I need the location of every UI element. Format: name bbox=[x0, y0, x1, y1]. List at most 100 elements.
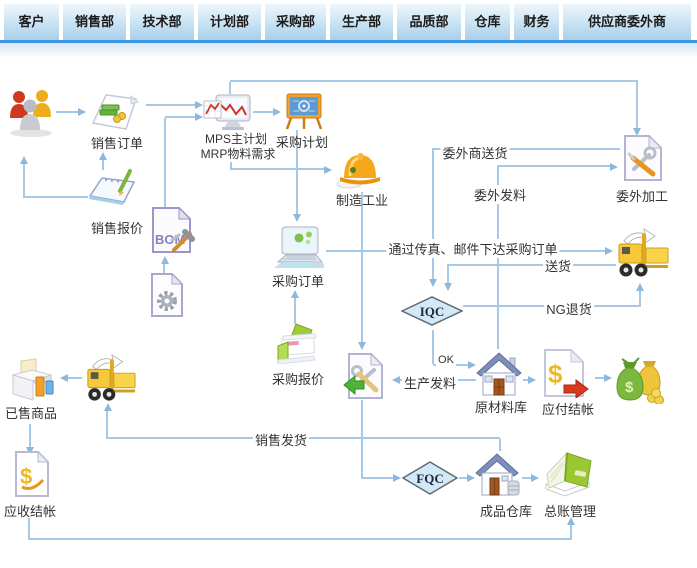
manufacturing-hardhat-icon bbox=[336, 153, 380, 189]
header-gradient bbox=[0, 43, 697, 58]
connector-line bbox=[106, 411, 108, 439]
arrowhead-icon bbox=[444, 283, 452, 291]
sales-quote-icon bbox=[88, 169, 136, 205]
connector-line bbox=[361, 400, 363, 479]
arrowhead-icon bbox=[78, 108, 86, 116]
arrowhead-icon bbox=[429, 279, 437, 287]
material-receipt-doc-icon bbox=[343, 352, 384, 399]
connector-line bbox=[163, 264, 165, 276]
edge-label-ng-return: NG退货 bbox=[544, 299, 594, 318]
sales-order-label: 销售订单 bbox=[90, 136, 144, 151]
header-divider bbox=[0, 40, 697, 43]
edge-label-ok: OK bbox=[436, 354, 456, 366]
raw-warehouse-house-icon bbox=[476, 352, 522, 396]
purchase-quote-folder-icon bbox=[277, 323, 317, 364]
arrowhead-icon bbox=[273, 108, 281, 116]
connector-line bbox=[68, 377, 82, 379]
shipping-forklift-icon bbox=[87, 353, 136, 401]
mps-plan-label: MPS主计划 bbox=[203, 130, 269, 147]
connector-line bbox=[595, 377, 605, 379]
connector-line bbox=[448, 264, 616, 266]
edge-label-delivery: 送货 bbox=[542, 256, 574, 275]
svg-text:$: $ bbox=[20, 464, 32, 489]
connector-line bbox=[362, 477, 393, 479]
tab-production[interactable]: 生产部 bbox=[330, 4, 393, 40]
finished-warehouse-label: 成品仓库 bbox=[479, 504, 533, 519]
tab-quality[interactable]: 品质部 bbox=[397, 4, 461, 40]
svg-text:FQC: FQC bbox=[416, 471, 443, 486]
arrowhead-icon bbox=[610, 163, 618, 171]
connector-line bbox=[230, 168, 324, 170]
sales-quote-label: 销售报价 bbox=[90, 221, 144, 236]
connector-line bbox=[636, 82, 638, 128]
gear-doc-icon bbox=[151, 272, 184, 317]
connector-line bbox=[499, 439, 501, 451]
bom-doc-icon: BOM bbox=[152, 206, 195, 253]
arrowhead-icon bbox=[567, 517, 575, 525]
connector-line bbox=[447, 264, 449, 283]
arrowhead-icon bbox=[293, 214, 301, 222]
tab-sales[interactable]: 销售部 bbox=[63, 4, 126, 40]
supplier-forklift-icon bbox=[618, 227, 669, 277]
purchase-plan-label: 采购计划 bbox=[275, 135, 329, 150]
payable-doc-icon: $ bbox=[544, 348, 589, 398]
arrowhead-icon bbox=[20, 156, 28, 164]
tab-planning[interactable]: 计划部 bbox=[198, 4, 261, 40]
edge-label-outsourcer-delivery: 委外商送货 bbox=[440, 143, 510, 162]
tab-warehouse[interactable]: 仓库 bbox=[465, 4, 510, 40]
tab-supplier-outsourcer[interactable]: 供应商委外商 bbox=[563, 4, 691, 40]
department-tab-bar: 客户 销售部 技术部 计划部 采购部 生产部 品质部 仓库 财务 供应商委外商 bbox=[0, 0, 697, 40]
customers-icon bbox=[10, 90, 52, 137]
connector-line bbox=[29, 424, 31, 447]
fqc-decision-diamond: FQC bbox=[402, 461, 458, 495]
sales-order-icon bbox=[91, 94, 140, 130]
arrowhead-icon bbox=[358, 342, 366, 350]
purchase-quote-label: 采购报价 bbox=[271, 372, 325, 387]
money-bags-icon: $ bbox=[616, 357, 664, 404]
tab-tech[interactable]: 技术部 bbox=[130, 4, 194, 40]
outsourcing-label: 委外加工 bbox=[615, 189, 669, 204]
connector-line bbox=[24, 196, 88, 198]
tab-purchasing[interactable]: 采购部 bbox=[265, 4, 326, 40]
connector-line bbox=[432, 330, 434, 364]
sold-goods-box-icon bbox=[11, 358, 54, 401]
tab-finance[interactable]: 财务 bbox=[514, 4, 559, 40]
arrowhead-icon bbox=[324, 166, 332, 174]
connector-line bbox=[432, 148, 434, 279]
receivable-doc-icon: $ bbox=[15, 450, 50, 497]
arrowhead-icon bbox=[392, 376, 400, 384]
connector-line bbox=[230, 80, 638, 82]
arrowhead-icon bbox=[195, 113, 203, 121]
connector-line bbox=[296, 130, 298, 214]
mrp-demand-label: MRP物料需求 bbox=[199, 145, 277, 162]
connector-line bbox=[229, 82, 231, 94]
arrowhead-icon bbox=[291, 290, 299, 298]
connector-line bbox=[164, 118, 166, 208]
arrowhead-icon bbox=[60, 374, 68, 382]
connector-line bbox=[165, 116, 195, 118]
tab-customer[interactable]: 客户 bbox=[4, 4, 59, 40]
arrowhead-icon bbox=[393, 474, 401, 482]
iqc-decision-diamond: IQC bbox=[401, 296, 463, 326]
mps-monitor-icon bbox=[203, 94, 251, 130]
receivable-label: 应收结帐 bbox=[3, 504, 57, 519]
svg-text:$: $ bbox=[548, 359, 563, 389]
connector-line bbox=[361, 192, 363, 342]
outsourcing-doc-icon bbox=[624, 134, 663, 181]
connector-line bbox=[56, 111, 78, 113]
edge-label-production-issue: 生产发料 bbox=[401, 373, 459, 392]
connector-line bbox=[253, 111, 275, 113]
arrowhead-icon bbox=[605, 247, 613, 255]
connector-line bbox=[570, 525, 572, 540]
arrowhead-icon bbox=[467, 474, 475, 482]
ledger-label: 总账管理 bbox=[543, 504, 597, 519]
connector-line bbox=[497, 167, 499, 349]
sold-goods-label: 已售商品 bbox=[4, 406, 58, 421]
svg-text:$: $ bbox=[625, 379, 634, 396]
arrowhead-icon bbox=[161, 256, 169, 264]
connector-line bbox=[639, 291, 641, 307]
connector-line bbox=[146, 104, 196, 106]
purchase-order-label: 采购订单 bbox=[271, 274, 325, 289]
connector-line bbox=[23, 164, 25, 198]
